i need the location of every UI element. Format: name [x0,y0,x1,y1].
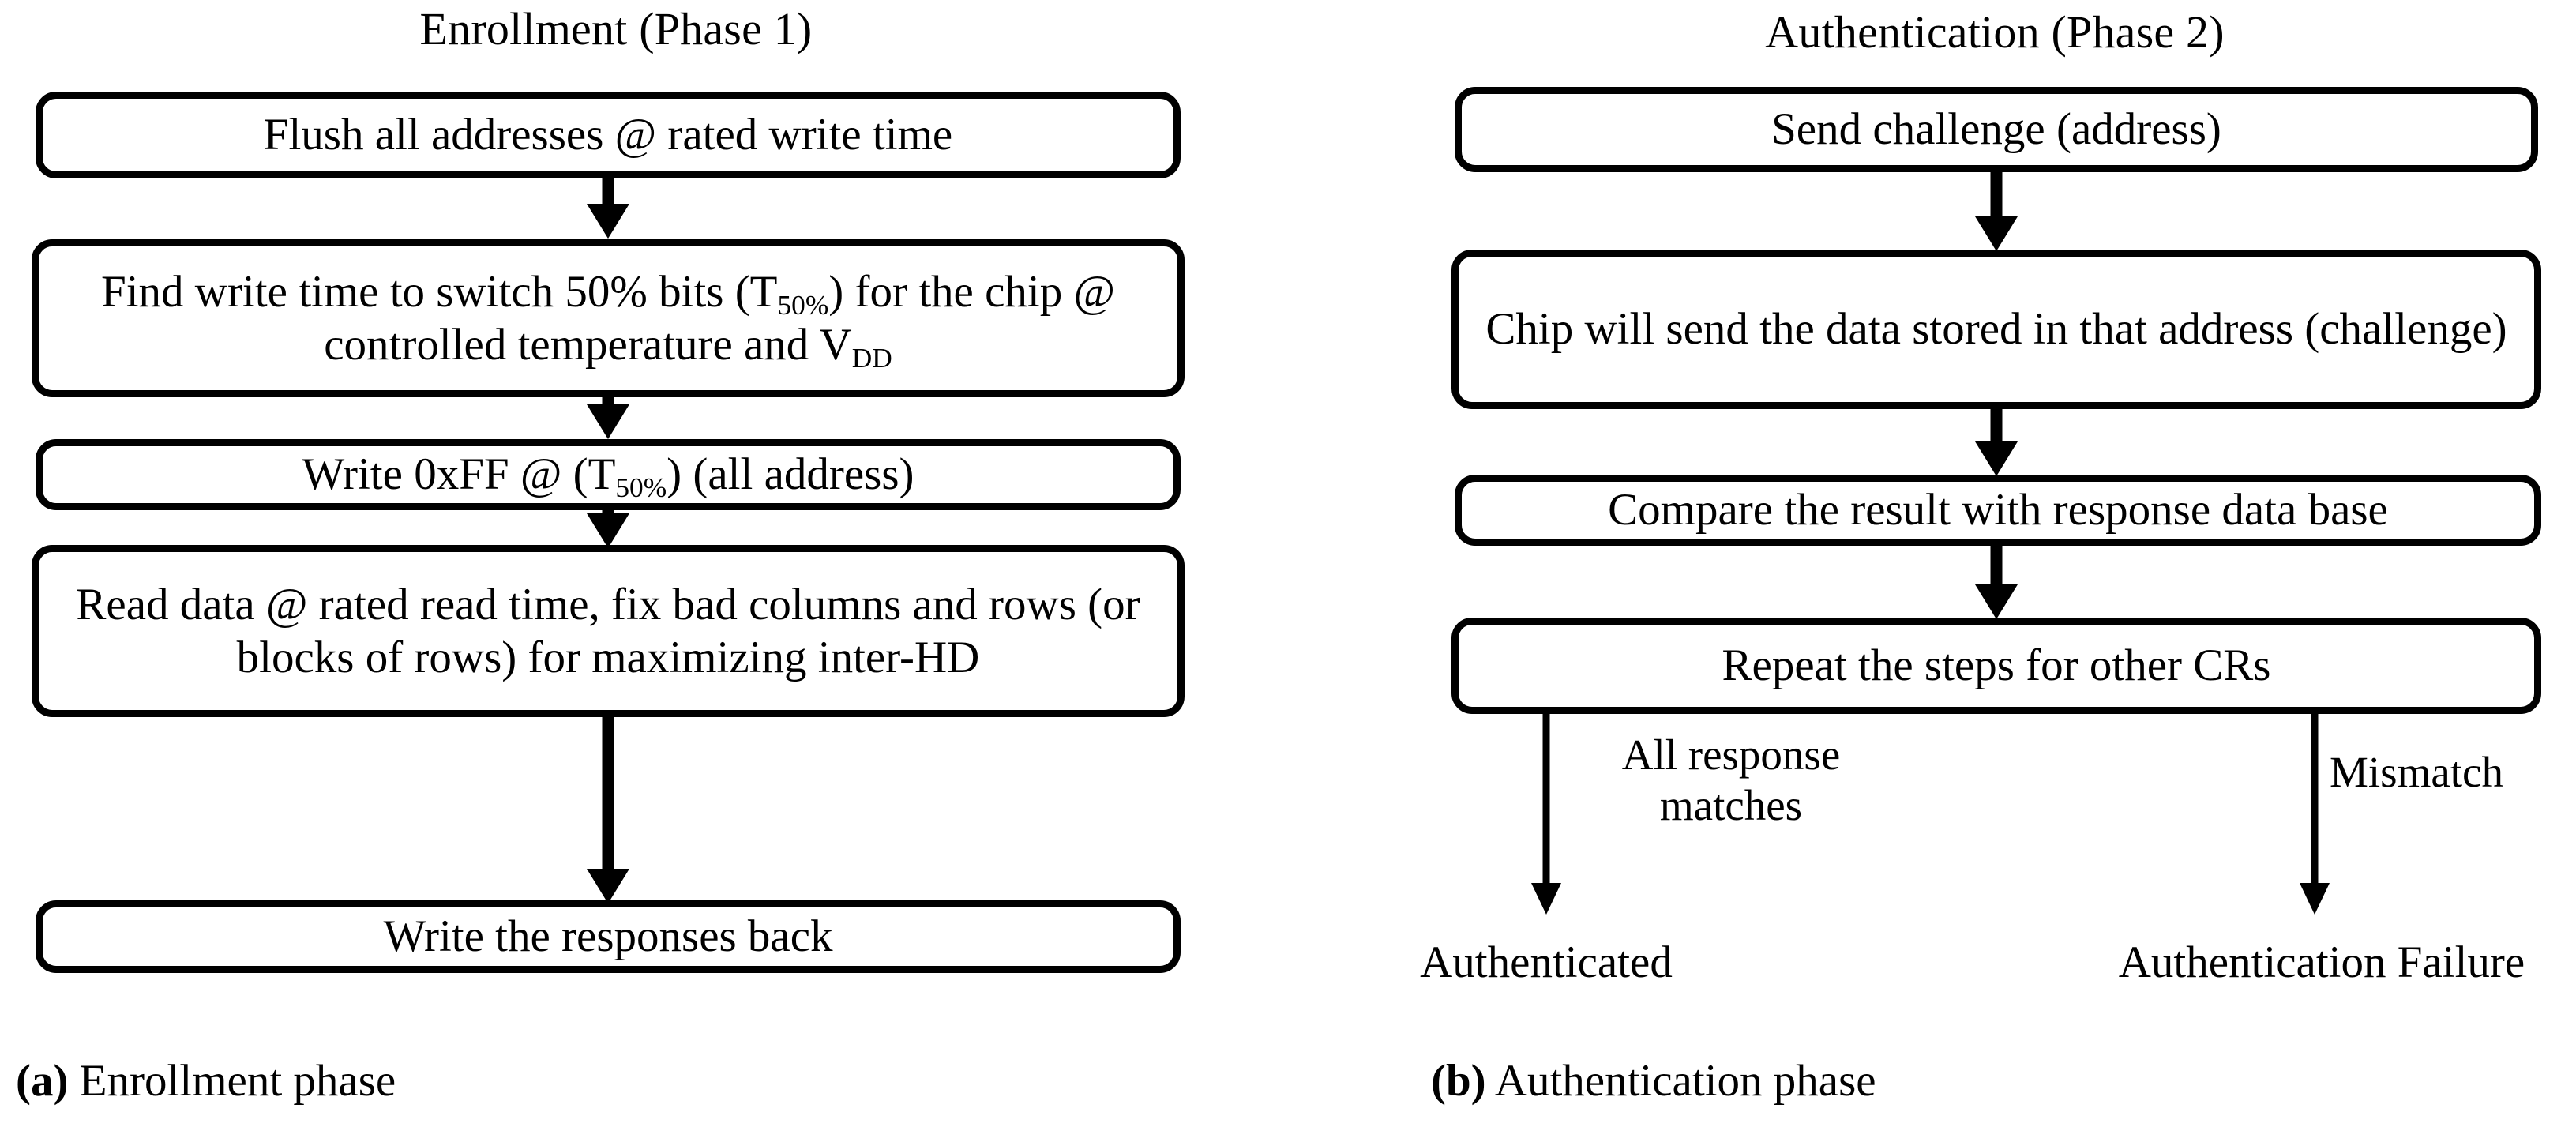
caption-enrollment: (a) Enrollment phase [16,1058,396,1103]
node-write-0xff: Write 0xFF @ (T50%) (all address) [36,439,1181,510]
phase-title-enrollment: Enrollment (Phase 1) [419,3,813,54]
arrow-head [587,869,629,903]
caption-enrollment-text: Enrollment phase [68,1056,396,1106]
node-find-write-time-label: Find write time to switch 50% bits (T50%… [51,265,1165,372]
outcome-authenticated: Authenticated [1420,937,1673,987]
arrow-head [1531,883,1561,915]
node-compare-result: Compare the result with response data ba… [1455,475,2541,546]
arrow-shaft [1990,546,2003,590]
arrow-shaft [2311,714,2319,885]
arrow-shaft [1990,409,2003,447]
outcome-authentication-failure: Authentication Failure [2118,937,2525,987]
node-find-write-time-sub1: 50% [777,289,829,321]
arrow-shaft [1542,714,1550,885]
branch-label-success: All response matches [1621,731,1841,829]
node-write-0xff-part1: Write 0xFF @ (T [302,449,616,500]
node-write-responses-back: Write the responses back [36,900,1181,973]
node-find-write-time-part1: Find write time to switch 50% bits (T [101,266,778,317]
node-flush-addresses: Flush all addresses @ rated write time [36,92,1181,178]
arrow-head [1975,216,2018,251]
node-read-data: Read data @ rated read time, fix bad col… [32,545,1185,717]
node-find-write-time-part2: ) for the chip @ controlled temperature … [324,266,1115,370]
caption-authentication-text: Authentication phase [1485,1056,1876,1106]
node-repeat-steps: Repeat the steps for other CRs [1451,618,2541,714]
node-chip-send-data-label: Chip will send the data stored in that a… [1485,304,2507,355]
phase-title-authentication: Authentication (Phase 2) [1765,6,2225,58]
arrow-head [587,204,629,239]
caption-authentication: (b) Authentication phase [1431,1058,1876,1103]
caption-authentication-label: (b) [1431,1056,1486,1106]
branch-label-failure: Mismatch [2330,748,2503,796]
node-find-write-time: Find write time to switch 50% bits (T50%… [32,239,1185,397]
arrow-shaft [1990,172,2003,221]
arrow-shaft [602,178,614,212]
node-write-0xff-label: Write 0xFF @ (T50%) (all address) [55,448,1161,504]
arrow-head [1975,441,2018,476]
arrow-shaft [602,717,614,875]
arrow-head [587,404,629,439]
node-find-write-time-sub2: DD [851,342,892,374]
node-write-responses-back-label: Write the responses back [383,911,833,962]
node-write-0xff-sub1: 50% [615,472,667,504]
node-read-data-label: Read data @ rated read time, fix bad col… [76,579,1140,682]
node-send-challenge-label: Send challenge (address) [1771,104,2221,155]
arrow-head [587,513,629,548]
node-chip-send-data: Chip will send the data stored in that a… [1451,250,2541,409]
node-repeat-steps-label: Repeat the steps for other CRs [1722,640,2271,691]
arrow-head [2300,883,2330,915]
node-compare-result-label: Compare the result with response data ba… [1608,485,2388,535]
panel-authentication: Authentication (Phase 2) Send challenge … [1414,0,2576,1142]
panel-enrollment: Enrollment (Phase 1) Flush all addresses… [0,0,1232,1142]
node-flush-addresses-label: Flush all addresses @ rated write time [263,110,953,160]
node-write-0xff-part2: ) (all address) [667,449,914,500]
caption-enrollment-label: (a) [16,1056,69,1106]
arrow-head [1975,584,2018,619]
node-send-challenge: Send challenge (address) [1455,87,2538,172]
